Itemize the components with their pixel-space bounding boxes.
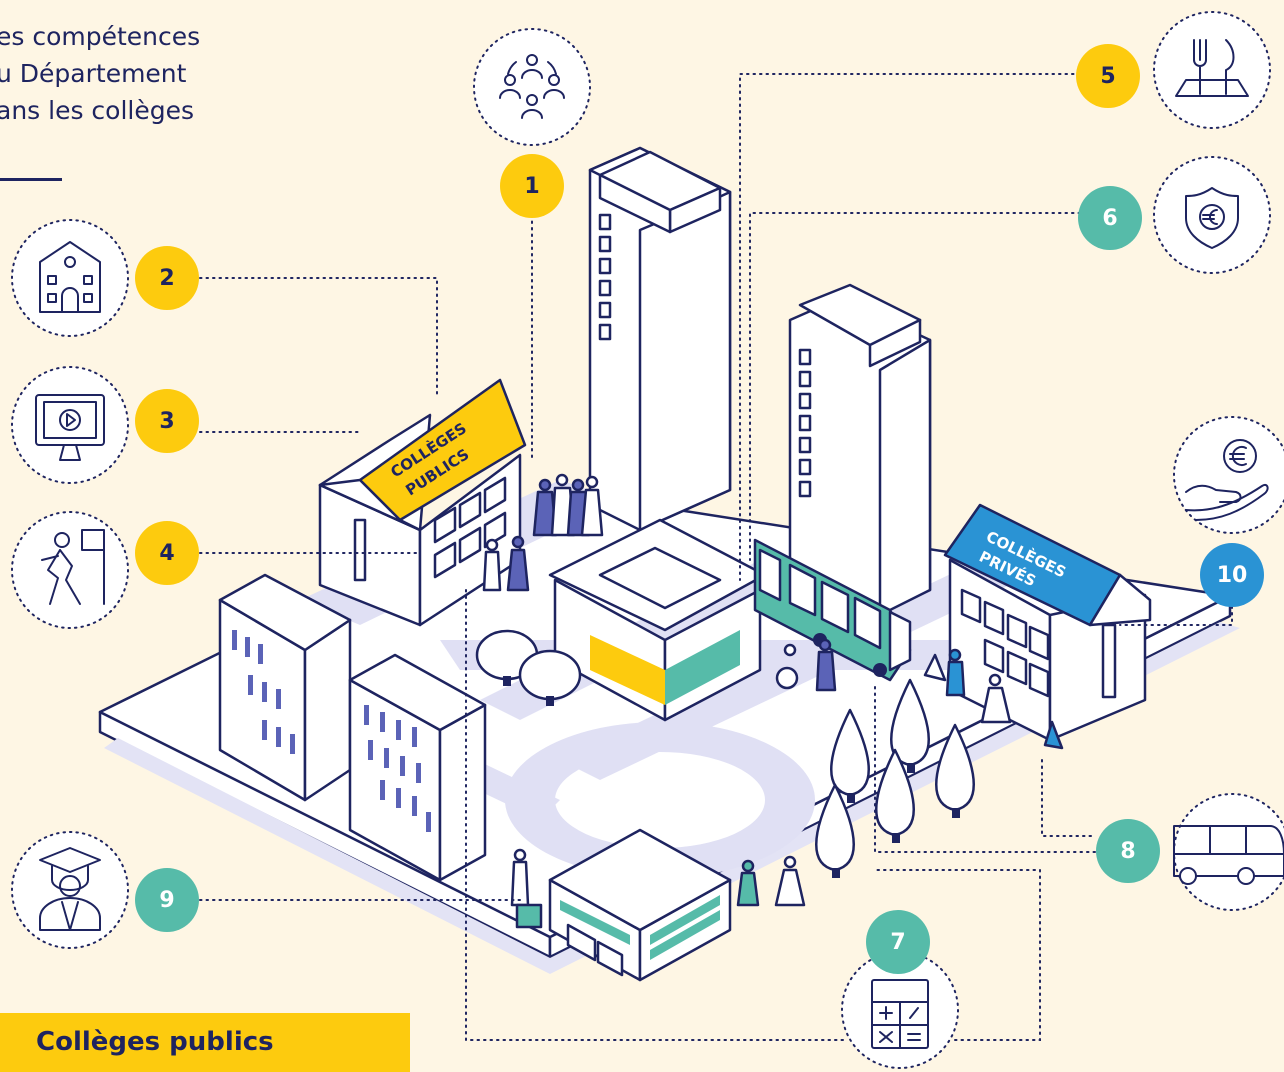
badge-5: 5 bbox=[1076, 44, 1140, 108]
badge-4: 4 bbox=[135, 521, 199, 585]
badge-7: 7 bbox=[866, 910, 930, 974]
title-line-1: es compétences bbox=[0, 22, 201, 51]
title-underline bbox=[0, 178, 62, 181]
office-building-2 bbox=[348, 653, 487, 882]
title-line-2: u Département bbox=[0, 59, 187, 88]
page-title: es compétences u Département ans les col… bbox=[0, 18, 200, 129]
badge-9: 9 bbox=[135, 868, 199, 932]
calculator-icon bbox=[841, 951, 959, 1069]
legend-label: Collèges publics bbox=[36, 1027, 274, 1057]
graduate-icon bbox=[11, 831, 129, 949]
euro-hand-icon bbox=[1173, 416, 1284, 534]
office-building-1 bbox=[218, 573, 352, 802]
badge-1: 1 bbox=[500, 154, 564, 218]
title-line-3: ans les collèges bbox=[0, 96, 195, 125]
running-exit-icon bbox=[11, 511, 129, 629]
school-building-icon bbox=[11, 219, 129, 337]
badge-2: 2 bbox=[135, 246, 199, 310]
legend-public-colleges: Collèges publics bbox=[0, 1013, 410, 1072]
fork-knife-plate-icon bbox=[1153, 11, 1271, 129]
connector-lines bbox=[199, 73, 1233, 1041]
badge-8: 8 bbox=[1096, 819, 1160, 883]
badge-10: 10 bbox=[1200, 543, 1264, 607]
tower-right bbox=[788, 283, 932, 632]
bus-icon bbox=[1173, 793, 1284, 911]
people-circle-icon bbox=[473, 28, 591, 146]
gymnasium bbox=[548, 828, 732, 982]
tower-left bbox=[588, 146, 732, 532]
euro-shield-icon bbox=[1153, 156, 1271, 274]
people bbox=[482, 473, 1064, 929]
private-college-building: COLLÈGES PRIVÉS bbox=[943, 503, 1152, 742]
bus bbox=[753, 538, 912, 682]
badge-3: 3 bbox=[135, 389, 199, 453]
public-college-building: COLLÈGES PUBLICS bbox=[318, 378, 527, 627]
trees bbox=[475, 629, 975, 878]
badge-6: 6 bbox=[1078, 186, 1142, 250]
central-building bbox=[548, 518, 767, 722]
video-monitor-icon bbox=[11, 366, 129, 484]
